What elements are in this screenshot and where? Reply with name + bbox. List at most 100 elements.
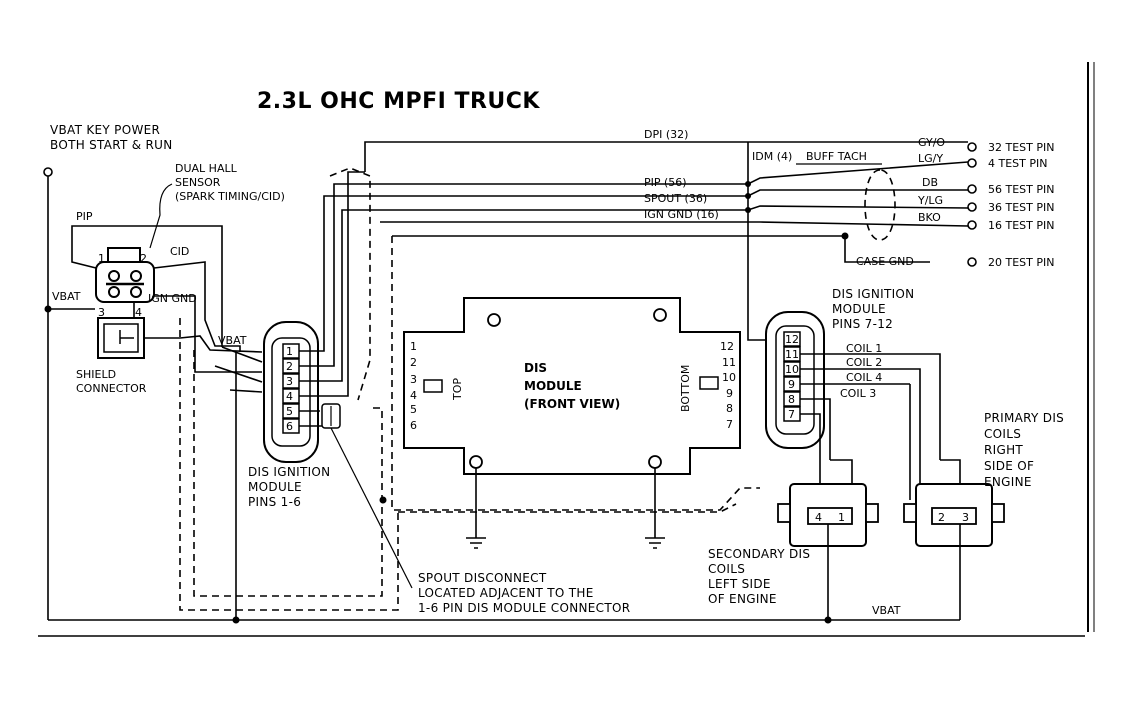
- wire-color-db: DB: [922, 176, 938, 189]
- test-pin-36-label: 36 TEST PIN: [988, 201, 1054, 214]
- dis-module-name-2: MODULE: [524, 379, 582, 393]
- hall-sensor-label-2: SENSOR: [175, 176, 221, 189]
- hall-pip-label: PIP: [76, 210, 93, 223]
- dual-hall-sensor-connector: [95, 247, 155, 303]
- right-module-label: DIS IGNITION: [832, 287, 914, 301]
- primary-coils-label: PRIMARY DIS: [984, 411, 1064, 425]
- dpi-label: DPI (32): [644, 128, 688, 141]
- primary-coils-label-3: RIGHT: [984, 443, 1023, 457]
- left-module-label-3: PINS 1-6: [248, 495, 301, 509]
- dis-pin-l3: 3: [410, 373, 417, 386]
- left-module-label: DIS IGNITION: [248, 465, 330, 479]
- primary-coils-label-2: COILS: [984, 427, 1021, 441]
- hall-cid-label: CID: [170, 245, 189, 258]
- secondary-coils-label-2: COILS: [708, 562, 745, 576]
- right-pin-10: 10: [785, 363, 799, 376]
- hall-ign-gnd-label: IGN GND: [148, 292, 197, 305]
- vbat-bottom-label: VBAT: [872, 604, 901, 617]
- coil-1-label: COIL 1: [846, 342, 882, 355]
- dis-pin-r12: 12: [720, 340, 734, 353]
- left-pin-2: 2: [286, 360, 293, 373]
- hall-pin-3: 3: [98, 306, 105, 319]
- right-pin-12: 12: [785, 333, 799, 346]
- dis-pin-r7: 7: [726, 418, 733, 431]
- test-pin-32-label: 32 TEST PIN: [988, 141, 1054, 154]
- secondary-coil-pack: [777, 483, 879, 547]
- secondary-coil-pin-4: 4: [815, 511, 822, 524]
- left-pin-3: 3: [286, 375, 293, 388]
- right-pin-7: 7: [788, 408, 795, 421]
- dis-module-top: TOP: [451, 378, 464, 401]
- primary-coils-label-5: ENGINE: [984, 475, 1032, 489]
- coil-3-label: COIL 3: [840, 387, 876, 400]
- hall-pin-2: 2: [140, 252, 147, 265]
- dis-module-name: DIS: [524, 361, 547, 375]
- ign-gnd-signal-label: IGN GND (16): [644, 208, 719, 221]
- hall-pin-1: 1: [98, 252, 105, 265]
- primary-coil-pin-3: 3: [962, 511, 969, 524]
- shield-connector: [97, 317, 145, 359]
- test-pin-56-terminal: [967, 184, 977, 194]
- vbat-key-power-label: VBAT KEY POWER: [50, 123, 160, 137]
- dis-module-body: [403, 297, 741, 475]
- vbat-key-power-label-2: BOTH START & RUN: [50, 138, 173, 152]
- dis-pin-l5: 5: [410, 403, 417, 416]
- right-module-label-2: MODULE: [832, 302, 886, 316]
- pip-signal-label: PIP (56): [644, 176, 687, 189]
- test-pin-20-label: 20 TEST PIN: [988, 256, 1054, 269]
- vbat-key-power-terminal: [43, 167, 53, 177]
- test-pin-16-terminal: [967, 220, 977, 230]
- shield-connector-label-2: CONNECTOR: [76, 382, 147, 395]
- test-pin-4-terminal: [967, 158, 977, 168]
- secondary-coil-pin-1: 1: [838, 511, 845, 524]
- dis-module-bottom: BOTTOM: [679, 365, 692, 412]
- wire-color-bko: BKO: [918, 211, 941, 224]
- dis-pin-r9: 9: [726, 387, 733, 400]
- secondary-coils-label-3: LEFT SIDE: [708, 577, 771, 591]
- shield-connector-label: SHIELD: [76, 368, 116, 381]
- right-pin-8: 8: [788, 393, 795, 406]
- test-pin-4-label: 4 TEST PIN: [988, 157, 1047, 170]
- vbat-harness-label: VBAT: [218, 334, 247, 347]
- dis-pin-l6: 6: [410, 419, 417, 432]
- dis-pin-r8: 8: [726, 402, 733, 415]
- dis-pin-l2: 2: [410, 356, 417, 369]
- test-pin-16-label: 16 TEST PIN: [988, 219, 1054, 232]
- hall-pin-4: 4: [135, 306, 142, 319]
- dis-pin-r10: 10: [722, 371, 736, 384]
- test-pin-56-label: 56 TEST PIN: [988, 183, 1054, 196]
- primary-coil-pin-2: 2: [938, 511, 945, 524]
- left-pin-4: 4: [286, 390, 293, 403]
- dis-pin-l1: 1: [410, 340, 417, 353]
- spout-disconnect: [321, 403, 341, 429]
- secondary-coils-label-4: OF ENGINE: [708, 592, 777, 606]
- wire-color-gyo: GY/O: [918, 136, 945, 149]
- left-pin-5: 5: [286, 405, 293, 418]
- dis-module-name-3: (FRONT VIEW): [524, 397, 620, 411]
- case-gnd-label: CASE GND: [856, 255, 914, 268]
- right-pin-11: 11: [785, 348, 799, 361]
- left-pin-1: 1: [286, 345, 293, 358]
- buff-tach-label: BUFF TACH: [806, 150, 867, 163]
- hall-sensor-label-3: (SPARK TIMING/CID): [175, 190, 285, 203]
- spout-note-3: 1-6 PIN DIS MODULE CONNECTOR: [418, 601, 630, 615]
- spout-signal-label: SPOUT (36): [644, 192, 707, 205]
- left-module-label-2: MODULE: [248, 480, 302, 494]
- idm-label: IDM (4): [752, 150, 792, 163]
- test-pin-20-terminal: [967, 257, 977, 267]
- right-pin-9: 9: [788, 378, 795, 391]
- dis-module-connector-left: [263, 321, 319, 463]
- secondary-coils-label: SECONDARY DIS: [708, 547, 810, 561]
- hall-vbat-label: VBAT: [52, 290, 81, 303]
- coil-2-label: COIL 2: [846, 356, 882, 369]
- test-pin-36-terminal: [967, 202, 977, 212]
- left-pin-6: 6: [286, 420, 293, 433]
- spout-note-2: LOCATED ADJACENT TO THE: [418, 586, 594, 600]
- primary-coils-label-4: SIDE OF: [984, 459, 1034, 473]
- diagram-title: 2.3L OHC MPFI TRUCK: [257, 89, 540, 114]
- coil-4-label: COIL 4: [846, 371, 882, 384]
- wire-color-ylg: Y/LG: [917, 194, 943, 207]
- primary-coil-pack: [903, 483, 1005, 547]
- hall-sensor-label: DUAL HALL: [175, 162, 238, 175]
